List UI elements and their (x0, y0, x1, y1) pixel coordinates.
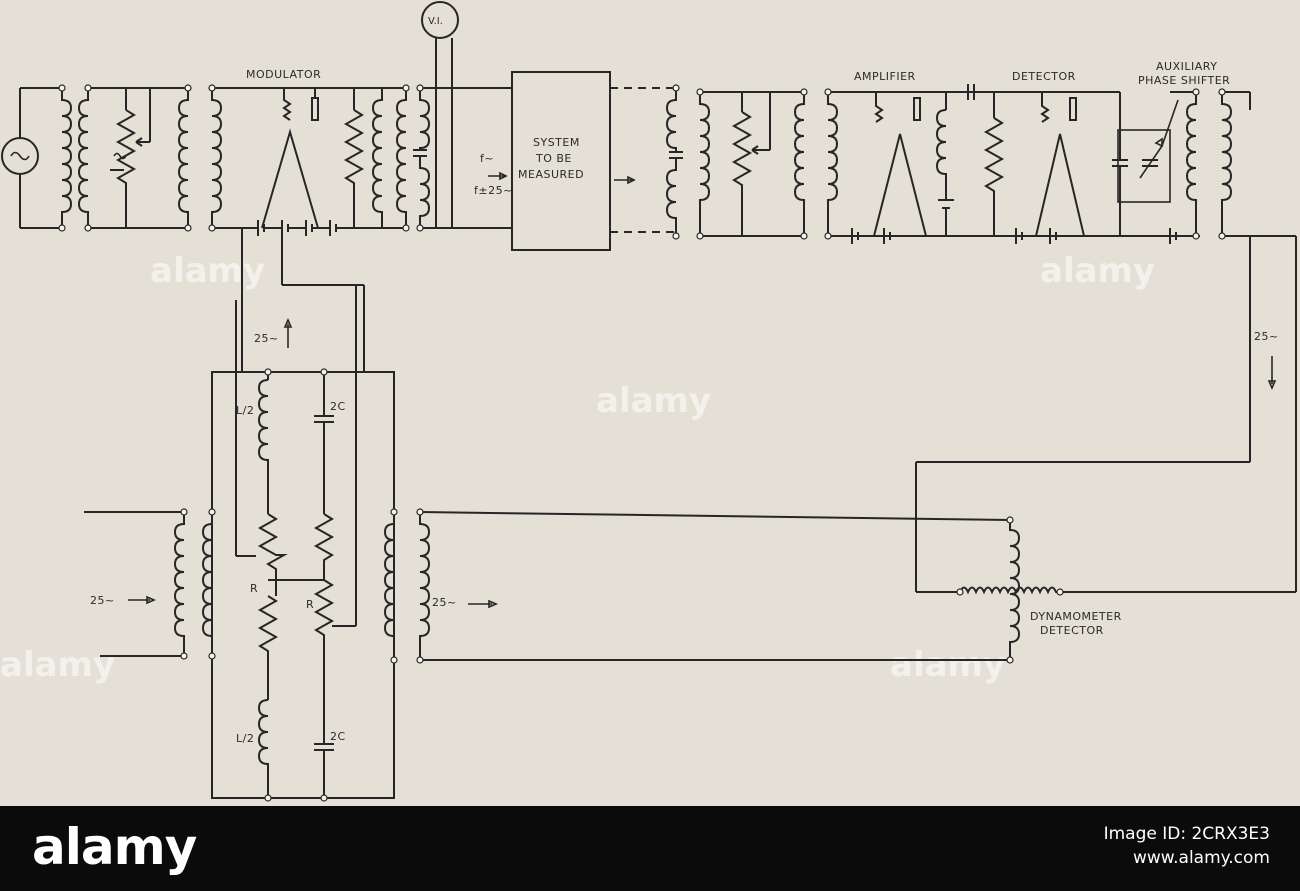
system-label-line2: TO BE (535, 152, 572, 165)
l-half-bottom-label: L/2 (236, 732, 254, 745)
vi-meter-stage: V.I. f~ f±25~ (413, 1, 513, 229)
dynamometer-label-line1: DYNAMOMETER (1030, 610, 1122, 623)
phase-bridge: 25~ L/2 L/2 2C 2C R R 25~ (84, 285, 1011, 799)
watermark-group: alamy alamy alamy alamy alamy (0, 251, 1155, 685)
dynamometer-feed: 25~ (915, 235, 1297, 593)
footer-image-id: Image ID: 2CRX3E3 (1103, 824, 1270, 844)
amplifier: AMPLIFIER (827, 70, 1200, 244)
f-pm25-label: f±25~ (474, 184, 513, 197)
footer-logo: alamy (32, 818, 197, 876)
bridge-input-label: 25~ (90, 594, 115, 607)
dynamometer-detector: DYNAMOMETER DETECTOR (959, 520, 1122, 660)
r-right-label: R (306, 598, 314, 611)
aux-phase-label-line2: PHASE SHIFTER (1138, 74, 1230, 87)
system-label-line3: MEASURED (518, 168, 584, 181)
ac-source (1, 87, 62, 229)
bridge-output-label: 25~ (432, 596, 457, 609)
modulator-label: MODULATOR (246, 68, 321, 81)
footer-image-info: Image ID: 2CRX3E3 www.alamy.com (1104, 822, 1270, 870)
amplifier-label: AMPLIFIER (854, 70, 916, 83)
stock-footer-bar: alamy Image ID: 2CRX3E3 www.alamy.com (0, 806, 1300, 891)
system-label-line1: SYSTEM (533, 136, 580, 149)
watermark-text: alamy (596, 381, 711, 421)
detector-label: DETECTOR (1012, 70, 1076, 83)
input-potentiometer-stage (88, 87, 189, 229)
l-half-top-label: L/2 (236, 404, 254, 417)
c2-top-label: 2C (330, 400, 346, 413)
system-to-be-measured: SYSTEM TO BE MEASURED (511, 71, 676, 251)
circuit-diagram: alamy alamy alamy alamy alamy (0, 1, 1297, 802)
vi-meter-label: V.I. (428, 16, 443, 27)
modulator: MODULATOR (211, 68, 407, 372)
r-left-label: R (250, 582, 258, 595)
footer-site: www.alamy.com (1132, 848, 1270, 868)
detector: DETECTOR (1012, 70, 1177, 244)
watermark-text: alamy (890, 645, 1005, 685)
watermark-text: alamy (0, 645, 115, 685)
auxiliary-phase-shifter: AUXILIARY PHASE SHIFTER (1112, 60, 1251, 237)
right-feed-label: 25~ (1254, 330, 1279, 343)
c2-bottom-label: 2C (330, 730, 346, 743)
watermark-text: alamy (1040, 251, 1155, 291)
output-coupling (665, 88, 805, 237)
f-label: f~ (480, 152, 494, 165)
junction-dots (58, 84, 1226, 802)
aux-phase-label-line1: AUXILIARY (1156, 60, 1217, 73)
modulator-feed-label: 25~ (254, 332, 279, 345)
dynamometer-label-line2: DETECTOR (1040, 624, 1104, 637)
watermark-text: alamy (150, 251, 265, 291)
transformer-1 (61, 88, 89, 228)
